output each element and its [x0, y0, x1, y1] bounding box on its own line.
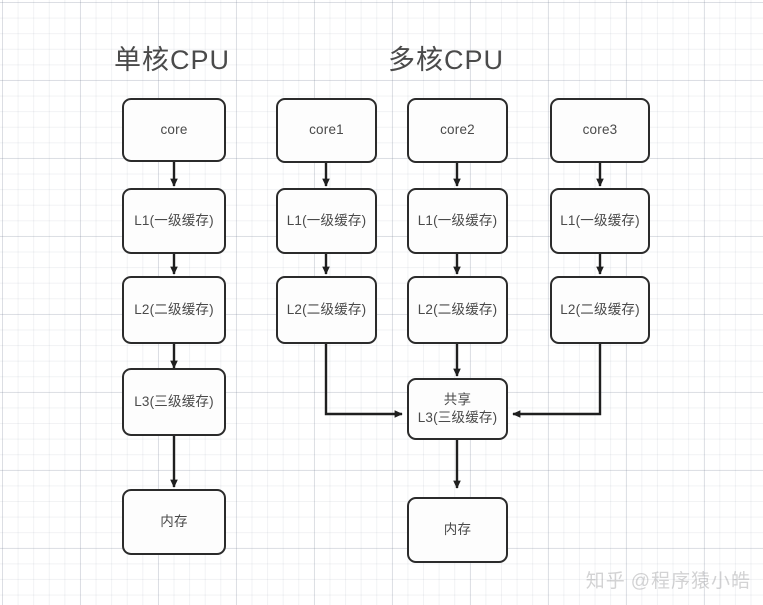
- arrow-core3-l2-to-shared-l3: [512, 344, 602, 418]
- node-single-l2: L2(二级缓存): [122, 276, 226, 344]
- node-single-l3: L3(三级缓存): [122, 368, 226, 436]
- node-core1-l1: L1(一级缓存): [276, 188, 377, 254]
- node-core1: core1: [276, 98, 377, 163]
- node-core1-l2: L2(二级缓存): [276, 276, 377, 344]
- watermark-author: @程序猿小皓: [630, 571, 751, 592]
- shared-l3-line1: 共享: [443, 391, 472, 407]
- node-core3-l1: L1(一级缓存): [550, 188, 650, 254]
- node-core2-l2: L2(二级缓存): [407, 276, 508, 344]
- watermark-site: 知乎: [585, 571, 626, 592]
- node-single-core: core: [122, 98, 226, 162]
- watermark: 知乎 @程序猿小皓: [586, 566, 751, 593]
- node-core3-l2: L2(二级缓存): [550, 276, 650, 344]
- node-core2: core2: [407, 98, 508, 163]
- arrow-core1-l2-to-shared-l3: [324, 344, 403, 418]
- node-multi-memory: 内存: [407, 497, 508, 563]
- node-core2-l1: L1(一级缓存): [407, 188, 508, 254]
- title-single-core: 单核CPU: [114, 45, 231, 75]
- shared-l3-line2: L3(三级缓存): [417, 410, 498, 425]
- title-multi-core: 多核CPU: [388, 45, 505, 75]
- node-core3: core3: [550, 98, 650, 163]
- node-shared-l3: 共享 L3(三级缓存): [407, 378, 508, 440]
- node-single-memory: 内存: [122, 489, 226, 555]
- node-single-l1: L1(一级缓存): [122, 188, 226, 254]
